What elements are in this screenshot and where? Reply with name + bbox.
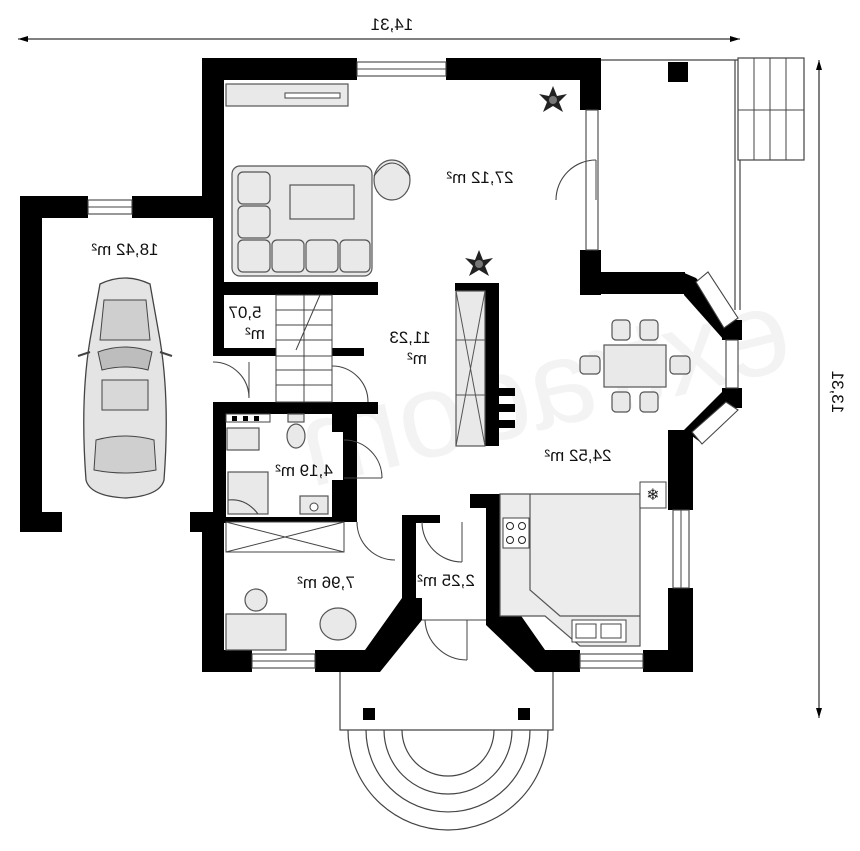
plant-icon (539, 86, 567, 112)
bathroom-fixtures (225, 413, 383, 515)
width-dimension: 14,31 (18, 15, 740, 42)
office-furniture (225, 521, 396, 651)
living-room-furniture (225, 83, 597, 277)
terrace (600, 57, 805, 310)
sink-icon (299, 495, 329, 515)
fridge-icon: ❄ (639, 481, 667, 509)
width-dimension-label: 14,31 (371, 15, 414, 34)
dining-set (579, 319, 691, 413)
living-door-swing (555, 159, 597, 201)
desk (225, 613, 287, 651)
height-dimension-label: 13,31 (828, 371, 847, 414)
svg-text:❄: ❄ (646, 485, 659, 504)
storage-area-label: 5,07 (228, 303, 261, 322)
washing-machine (226, 427, 260, 451)
entrance-porch (339, 672, 554, 831)
vestibule-doors (421, 521, 486, 661)
garage-area-label: 18,42 m² (91, 240, 158, 259)
office-area-label: 7,96 m² (297, 573, 355, 592)
terrace-stairs (737, 57, 805, 161)
toilet-icon (286, 413, 306, 449)
height-dimension: 13,31 (816, 60, 847, 718)
coffee-table (289, 184, 355, 220)
plant-icon (465, 250, 493, 276)
armchair (319, 607, 357, 641)
storage-area-unit: m² (245, 324, 265, 343)
shower-icon (227, 471, 269, 515)
hall-area-label: 11,23 (389, 328, 430, 347)
hall-furniture (212, 290, 515, 447)
kitchen-sink-icon (571, 619, 627, 643)
sofa (231, 165, 373, 277)
vestibule-area-label: 2,25 m² (417, 571, 475, 590)
terrace-column (668, 62, 688, 82)
dining-kitchen-area-label: 24,52 m² (544, 446, 611, 465)
shoe-rack (499, 388, 515, 428)
cooktop-icon (502, 517, 530, 549)
car (77, 277, 173, 499)
windows (87, 61, 739, 669)
living-area-label: 27,12 m² (446, 168, 513, 187)
desk-chair (244, 588, 268, 612)
hall-area-unit: m² (407, 349, 427, 368)
room-labels: 18,42 m² 27,12 m² 5,07 m² 11,23 m² 24,52… (91, 168, 611, 592)
armchair (373, 159, 411, 201)
kitchen: ❄ (499, 481, 667, 647)
staircase (275, 294, 333, 403)
bathroom-area-label: 4,19 m² (275, 461, 333, 480)
